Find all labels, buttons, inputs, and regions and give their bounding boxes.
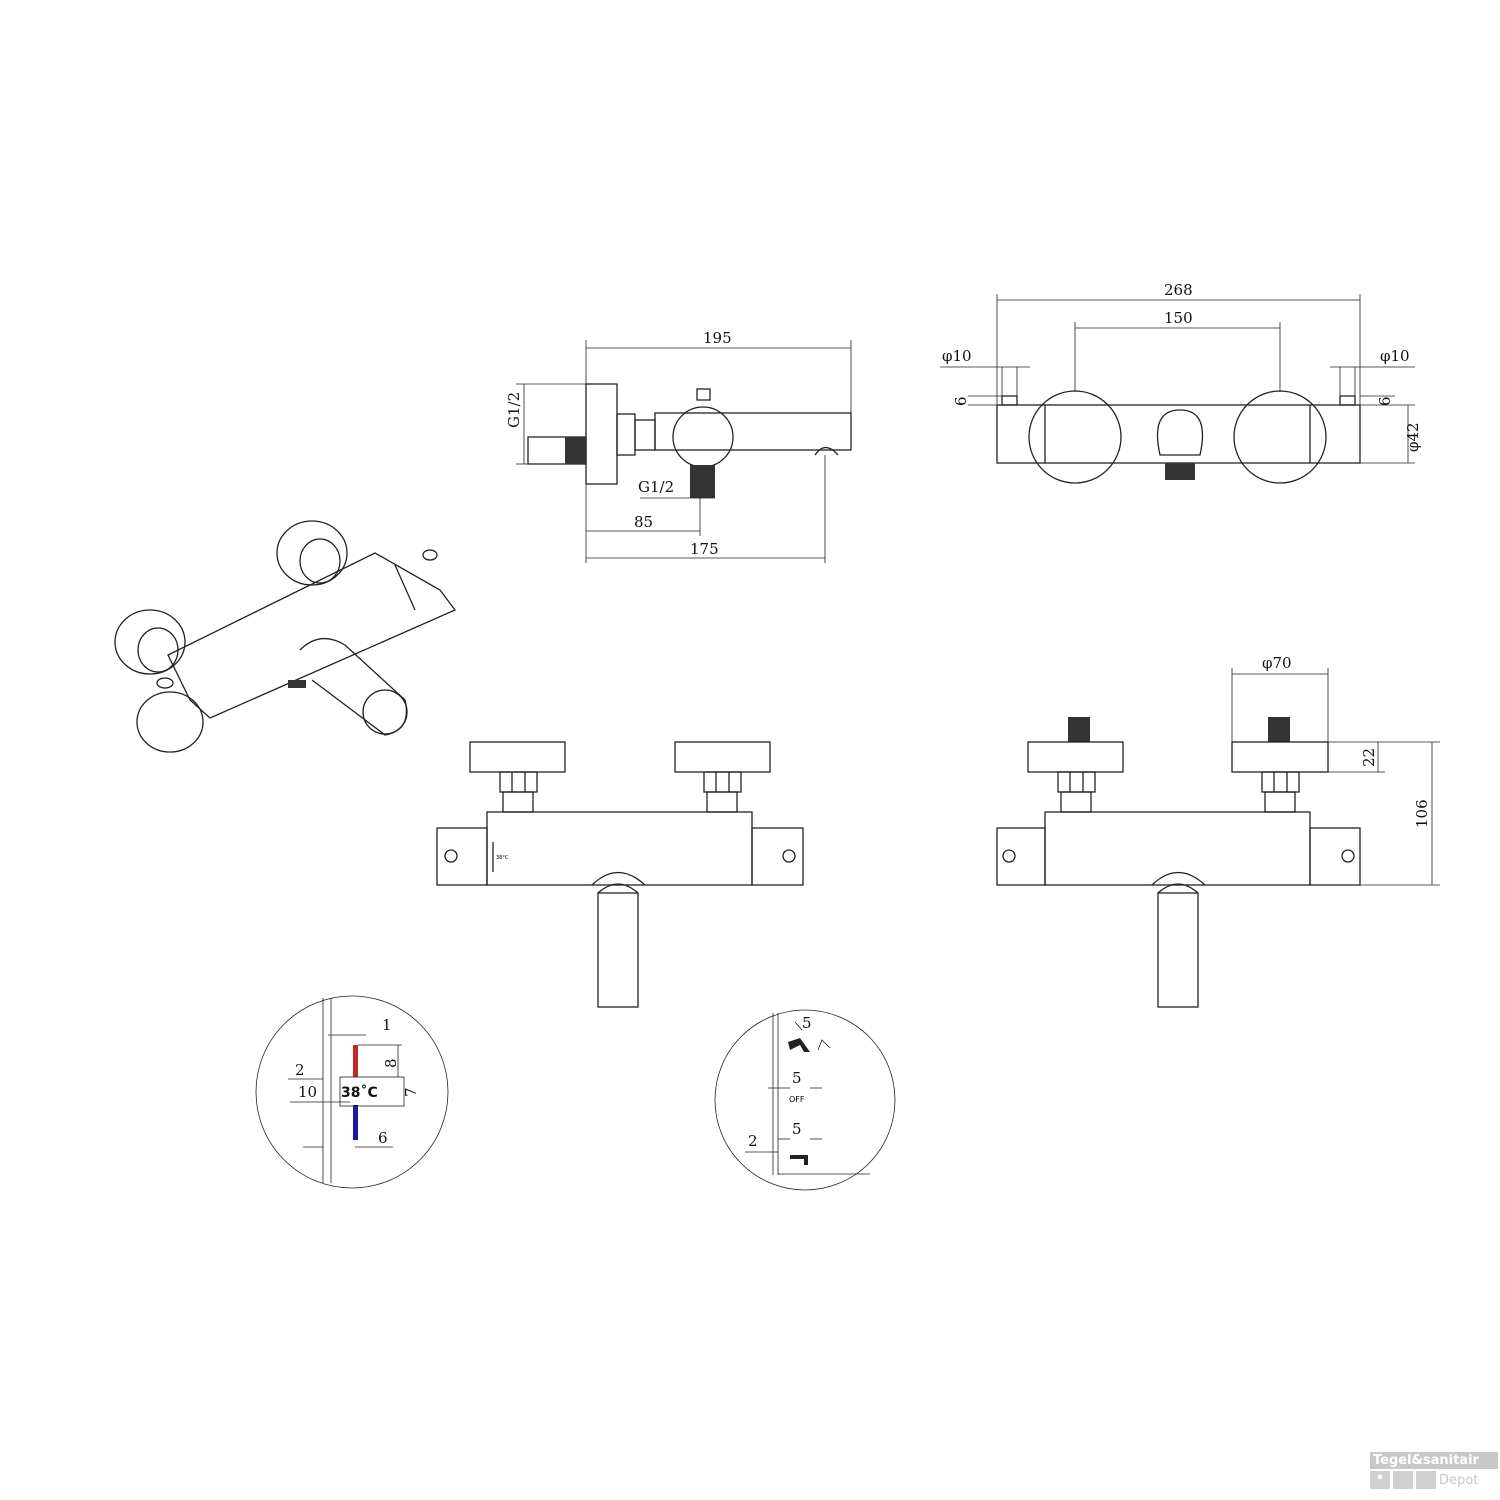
dim-2: 2 xyxy=(295,1061,305,1079)
rear-view: φ70 22 106 xyxy=(996,654,1440,1008)
dim-268: 268 xyxy=(1164,281,1193,299)
dim-106: 106 xyxy=(1413,799,1431,828)
dim-22: 22 xyxy=(1360,748,1378,767)
dim-7: 7 xyxy=(402,1087,420,1097)
dim-10: 10 xyxy=(298,1083,317,1101)
dim-6: 6 xyxy=(378,1129,388,1147)
dim-150: 150 xyxy=(1164,309,1193,327)
dim-175: 175 xyxy=(690,540,719,558)
dim-5-top: 5 xyxy=(802,1014,812,1032)
temp-label: 38˚C xyxy=(341,1084,378,1101)
dim-6-right: 6 xyxy=(1376,396,1394,406)
dim-8: 8 xyxy=(382,1058,400,1068)
off-label: OFF xyxy=(789,1095,805,1104)
dim-phi70: φ70 xyxy=(1262,654,1292,672)
dim-2-diverter: 2 xyxy=(748,1132,758,1150)
dim-85: 85 xyxy=(634,513,653,531)
dim-6-left: 6 xyxy=(952,396,970,406)
watermark-line1: Tegel&sanitair xyxy=(1370,1452,1498,1469)
logo-square xyxy=(1393,1471,1413,1489)
detail-diverter: 5 5 OFF 5 2 xyxy=(714,1009,896,1191)
side-view: 195 G1/2 G1/2 85 175 xyxy=(505,329,852,563)
dim-5-off: 5 xyxy=(792,1069,802,1087)
hot-indicator xyxy=(353,1045,358,1077)
watermark-line2: Depot xyxy=(1439,1472,1479,1488)
drop-icon: ● xyxy=(1370,1471,1390,1489)
isometric-view xyxy=(114,520,457,753)
detail-temperature: 1 8 2 10 7 38˚C 6 xyxy=(255,995,449,1189)
shower-icon xyxy=(788,1038,810,1052)
dim-1: 1 xyxy=(382,1016,392,1034)
dim-phi10-left: φ10 xyxy=(942,347,972,365)
temp-mark: 38°C xyxy=(496,855,509,861)
cold-indicator xyxy=(353,1105,358,1140)
dim-phi42: φ42 xyxy=(1404,422,1422,452)
bath-spout-icon xyxy=(790,1155,808,1165)
dim-g12-inlet: G1/2 xyxy=(505,392,523,428)
dim-phi10-right: φ10 xyxy=(1380,347,1410,365)
dim-5-bottom: 5 xyxy=(792,1120,802,1138)
top-view: 268 150 φ10 φ10 6 6 φ42 xyxy=(940,281,1422,484)
watermark-logo: Tegel&sanitair ● Depot xyxy=(1370,1452,1498,1489)
dim-g12-outlet: G1/2 xyxy=(638,478,674,496)
front-view: 38°C xyxy=(436,741,804,1008)
logo-square xyxy=(1416,1471,1436,1489)
dim-195: 195 xyxy=(703,329,732,347)
